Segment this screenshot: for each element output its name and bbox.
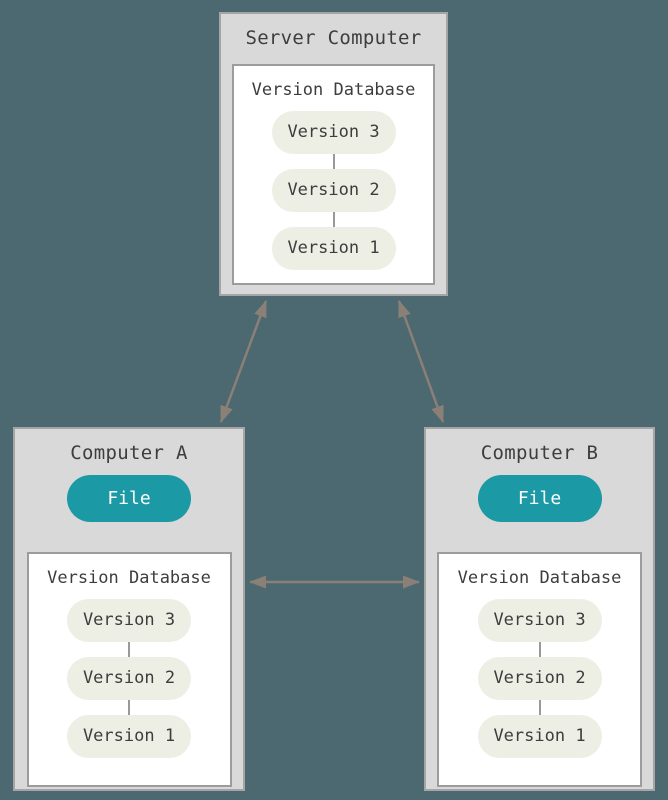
computer-a-box: Computer A File Version Database Version…	[13, 427, 245, 791]
version-pill: Version 1	[67, 715, 191, 758]
computer-a-version-database: Version Database Version 3 Version 2 Ver…	[26, 552, 232, 787]
version-connector-line	[332, 154, 335, 169]
version-list: Version 3 Version 2 Version 1	[439, 599, 640, 758]
version-pill: Version 2	[271, 169, 396, 212]
computer-b-title: Computer B	[480, 442, 599, 464]
computer-b-version-database: Version Database Version 3 Version 2 Ver…	[437, 552, 642, 787]
version-pill: Version 1	[271, 227, 396, 270]
version-connector-line	[538, 700, 541, 715]
computer-a-file-pill: File	[67, 475, 191, 522]
sync-arrow-server-computer-a	[219, 300, 268, 423]
version-connector-line	[128, 700, 130, 715]
server-computer-title: Server Computer	[245, 27, 422, 49]
version-database-title: Version Database	[251, 80, 416, 100]
server-version-database: Version Database Version 3 Version 2 Ver…	[232, 64, 435, 285]
server-computer-box: Server Computer Version Database Version…	[219, 12, 448, 296]
version-connector-line	[128, 642, 130, 657]
sync-arrow-server-computer-b	[397, 300, 445, 423]
version-list: Version 3 Version 2 Version 1	[234, 111, 433, 270]
version-pill: Version 3	[477, 599, 602, 642]
computer-b-file-pill: File	[477, 475, 602, 522]
computer-a-title: Computer A	[70, 442, 188, 464]
version-database-title: Version Database	[457, 568, 622, 588]
version-pill: Version 1	[477, 715, 602, 758]
version-pill: Version 2	[477, 657, 602, 700]
version-database-title: Version Database	[47, 568, 211, 588]
version-connector-line	[332, 212, 335, 227]
version-pill: Version 2	[67, 657, 191, 700]
version-connector-line	[538, 642, 541, 657]
version-pill: Version 3	[67, 599, 191, 642]
computer-b-box: Computer B File Version Database Version…	[424, 427, 655, 791]
version-pill: Version 3	[271, 111, 396, 154]
version-list: Version 3 Version 2 Version 1	[29, 599, 230, 758]
